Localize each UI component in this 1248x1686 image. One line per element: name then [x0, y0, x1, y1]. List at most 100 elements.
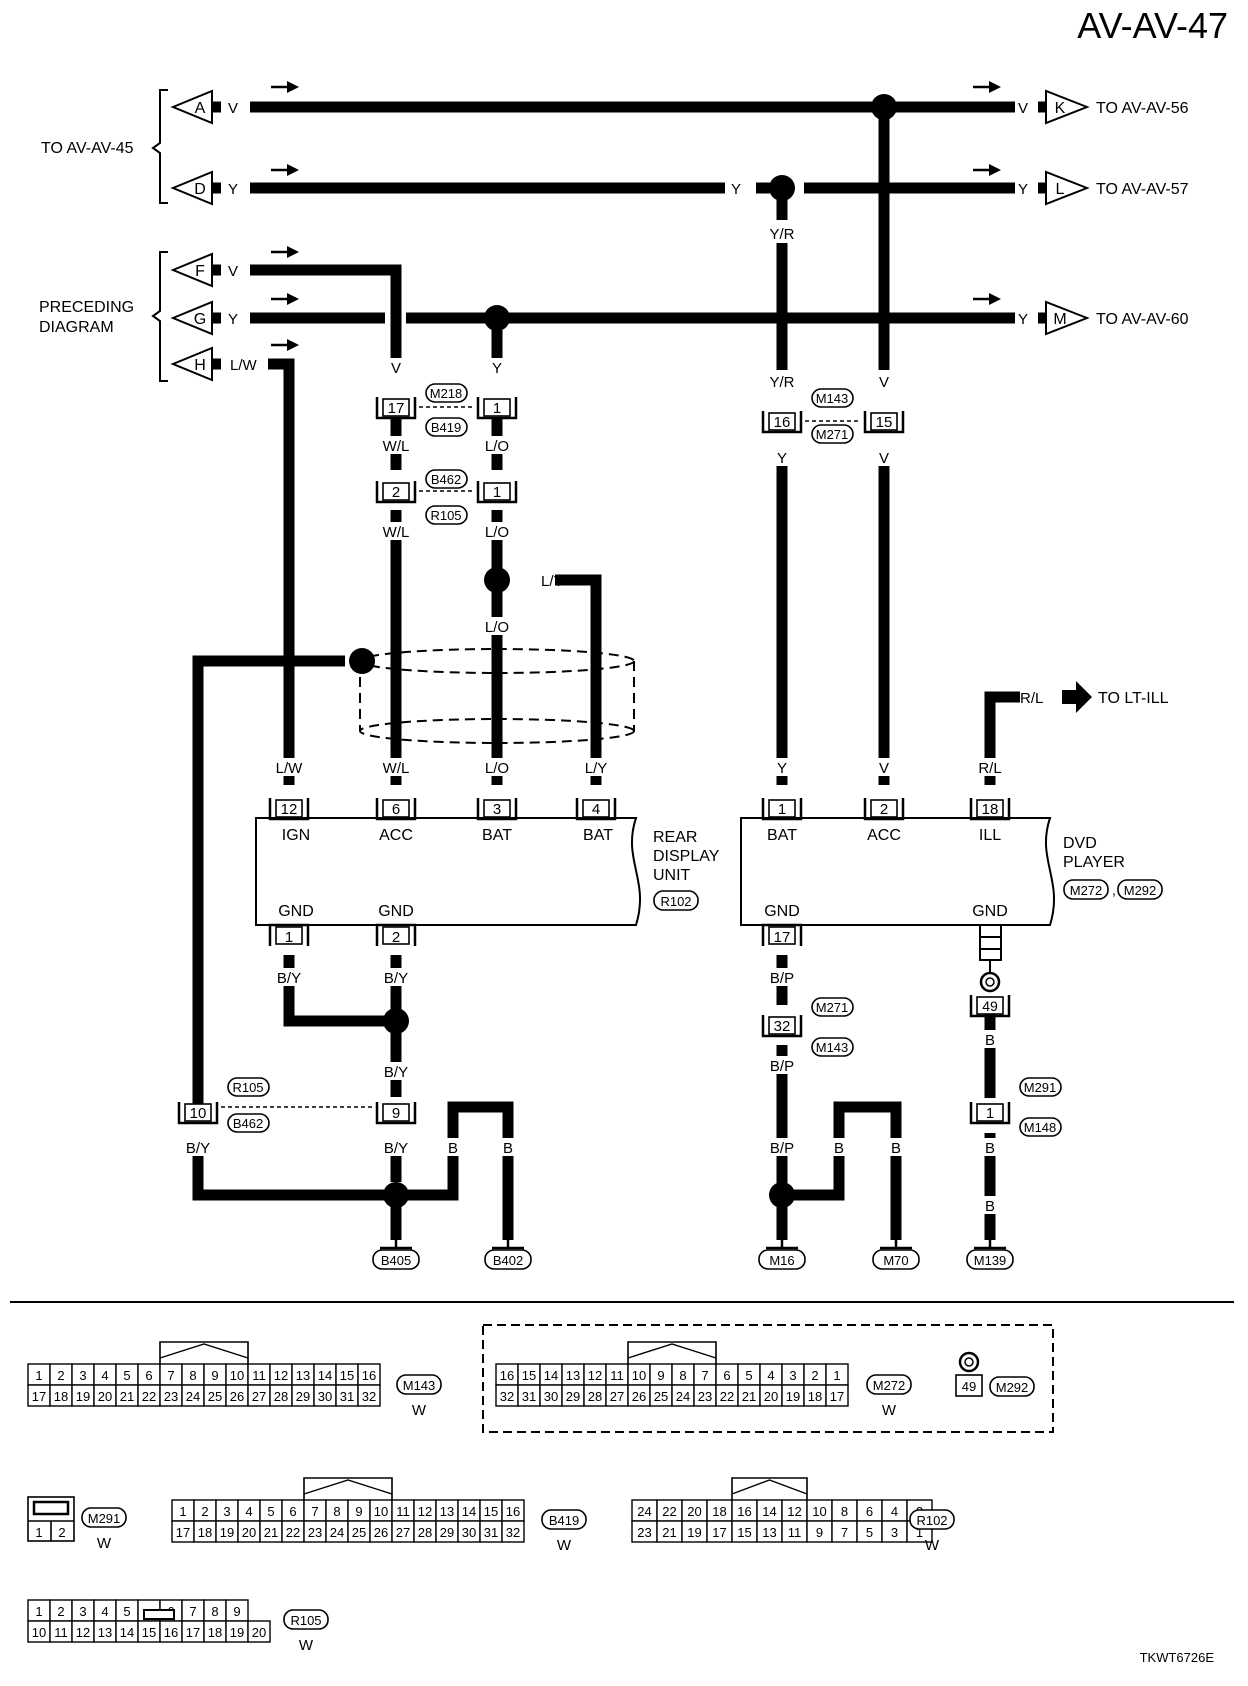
connector-id: R105	[232, 1080, 263, 1095]
wire-label: Y	[228, 311, 238, 328]
svg-text:G: G	[194, 311, 206, 328]
ref-preceding-line2[interactable]: DIAGRAM	[39, 319, 114, 336]
terminal-m[interactable]: M	[1045, 300, 1090, 336]
terminal-h[interactable]: H	[170, 346, 213, 382]
connector-pin-number: 16	[506, 1504, 520, 1519]
flow-arrow	[269, 79, 301, 95]
connector-pin-number: 1	[35, 1368, 42, 1383]
connector-pin-number: 2	[57, 1604, 64, 1619]
wire-label: V	[1018, 100, 1028, 117]
connector-pin-number: 26	[230, 1389, 244, 1404]
connector-r105-b462-pin10-9[interactable]: 10 9 R105 B462	[177, 1077, 417, 1133]
connector-m218-b419[interactable]: 17 1 M218 B419	[375, 383, 518, 437]
ref-to-av-av-60[interactable]: TO AV-AV-60	[1096, 311, 1189, 328]
svg-text:12: 12	[281, 801, 298, 818]
terminal-label: BAT	[482, 827, 512, 844]
connector-pin-number: 22	[142, 1389, 156, 1404]
terminal-label: BAT	[583, 827, 613, 844]
lt-ill-arrow	[1062, 681, 1092, 713]
dvd-player[interactable]: 1 2 18 BAT ACC ILL GND GND 17 DVD PLAYER…	[740, 796, 1163, 961]
connector-pin-cell	[357, 1384, 381, 1407]
connector-pin-number: 12	[274, 1368, 288, 1383]
connector-pin-number: 32	[362, 1389, 376, 1404]
rear-display-unit[interactable]: 12 6 3 4 IGN ACC BAT BAT GND GND 1 2 REA…	[255, 796, 720, 948]
terminal-l[interactable]: L	[1045, 170, 1090, 206]
connector-m143-m271[interactable]: 16 15 M143 M271	[761, 388, 905, 444]
connector-pin-number: 25	[352, 1525, 366, 1540]
connector-view-m291[interactable]: 1 2 M291 W	[27, 1496, 127, 1552]
connector-pin-number: 10	[32, 1625, 46, 1640]
ground-m70[interactable]: M70	[872, 1238, 920, 1270]
connector-pin-number: 13	[440, 1504, 454, 1519]
wire-label: L/O	[485, 760, 509, 777]
connector-pin-number: 25	[208, 1389, 222, 1404]
svg-text:B402: B402	[493, 1253, 523, 1268]
connector-id: M271	[816, 1000, 849, 1015]
connector-pin-cell	[825, 1384, 849, 1407]
svg-text:1: 1	[35, 1525, 42, 1540]
svg-text:49: 49	[982, 998, 998, 1014]
connector-pin-number: 16	[737, 1504, 751, 1519]
connector-view-r105[interactable]: 1234567891011121314151617181920R105W	[27, 1599, 329, 1654]
svg-text:M16: M16	[769, 1253, 794, 1268]
connector-b462-r105[interactable]: 2 1 B462 R105	[375, 469, 518, 525]
flow-arrow	[269, 337, 301, 353]
connector-view-m292[interactable]: 49 M292	[955, 1351, 1035, 1397]
connector-pin-number: 22	[286, 1525, 300, 1540]
connector-pin-number: 21	[264, 1525, 278, 1540]
ref-to-av-av-56[interactable]: TO AV-AV-56	[1096, 100, 1189, 117]
terminal-label: GND	[278, 903, 314, 920]
svg-text:32: 32	[774, 1018, 791, 1035]
connector-id: M291	[1024, 1080, 1057, 1095]
connector-view-r102[interactable]: 242220181614121086422321191715131197531R…	[631, 1477, 955, 1554]
connector-pin-number: 22	[720, 1389, 734, 1404]
connector-pin-number: 9	[657, 1368, 664, 1383]
svg-text:18: 18	[982, 801, 999, 818]
ref-to-lt-ill[interactable]: TO LT-ILL	[1098, 690, 1169, 707]
connector-m271-m143-pin32[interactable]: 32 M271 M143	[761, 997, 854, 1057]
connector-pin-number: 11	[54, 1625, 68, 1640]
connector-id: M143	[816, 391, 849, 406]
terminal-g[interactable]: G	[170, 300, 213, 336]
connector-pin-number: 3	[223, 1504, 230, 1519]
connector-pin-number: 17	[830, 1389, 844, 1404]
connector-color: W	[925, 1537, 940, 1554]
connector-pin-number: 18	[208, 1625, 222, 1640]
svg-text:9: 9	[392, 1105, 400, 1122]
connector-id: B462	[233, 1116, 263, 1131]
connector-pin-number: 12	[418, 1504, 432, 1519]
ground-m16[interactable]: M16	[758, 1238, 806, 1270]
ground-m139[interactable]: M139	[966, 1238, 1014, 1270]
ground-b405[interactable]: B405	[372, 1238, 420, 1270]
terminal-k[interactable]: K	[1045, 89, 1090, 125]
ref-preceding-line1[interactable]: PRECEDING	[39, 299, 134, 316]
wire-label: Y	[228, 181, 238, 198]
svg-text:M139: M139	[974, 1253, 1007, 1268]
svg-text:15: 15	[876, 414, 893, 431]
wire-label: B/Y	[384, 970, 408, 987]
ref-to-av-av-45[interactable]: TO AV-AV-45	[41, 140, 134, 157]
connector-id: M271	[816, 427, 849, 442]
wire-label: Y	[731, 181, 741, 198]
terminal-label: GND	[764, 903, 800, 920]
connector-pin-cell	[501, 1520, 525, 1543]
connector-pin-number: 14	[544, 1368, 558, 1383]
terminal-d[interactable]: D	[170, 170, 213, 206]
connector-pin-number: 19	[786, 1389, 800, 1404]
terminal-f[interactable]: F	[170, 252, 213, 288]
ground-b402[interactable]: B402	[484, 1238, 532, 1270]
connector-pin-number: 16	[362, 1368, 376, 1383]
connector-m291-m148-pin1[interactable]: 1 M291 M148	[969, 1077, 1062, 1137]
ref-to-av-av-57[interactable]: TO AV-AV-57	[1096, 181, 1189, 198]
connector-pin-number: 15	[484, 1504, 498, 1519]
wire-label: L/O	[485, 524, 509, 541]
connector-color: W	[557, 1537, 572, 1554]
terminal-a[interactable]: A	[170, 89, 213, 125]
connector-pin-number: 3	[79, 1604, 86, 1619]
wire-label: B/P	[770, 970, 794, 987]
svg-text:H: H	[194, 357, 206, 374]
